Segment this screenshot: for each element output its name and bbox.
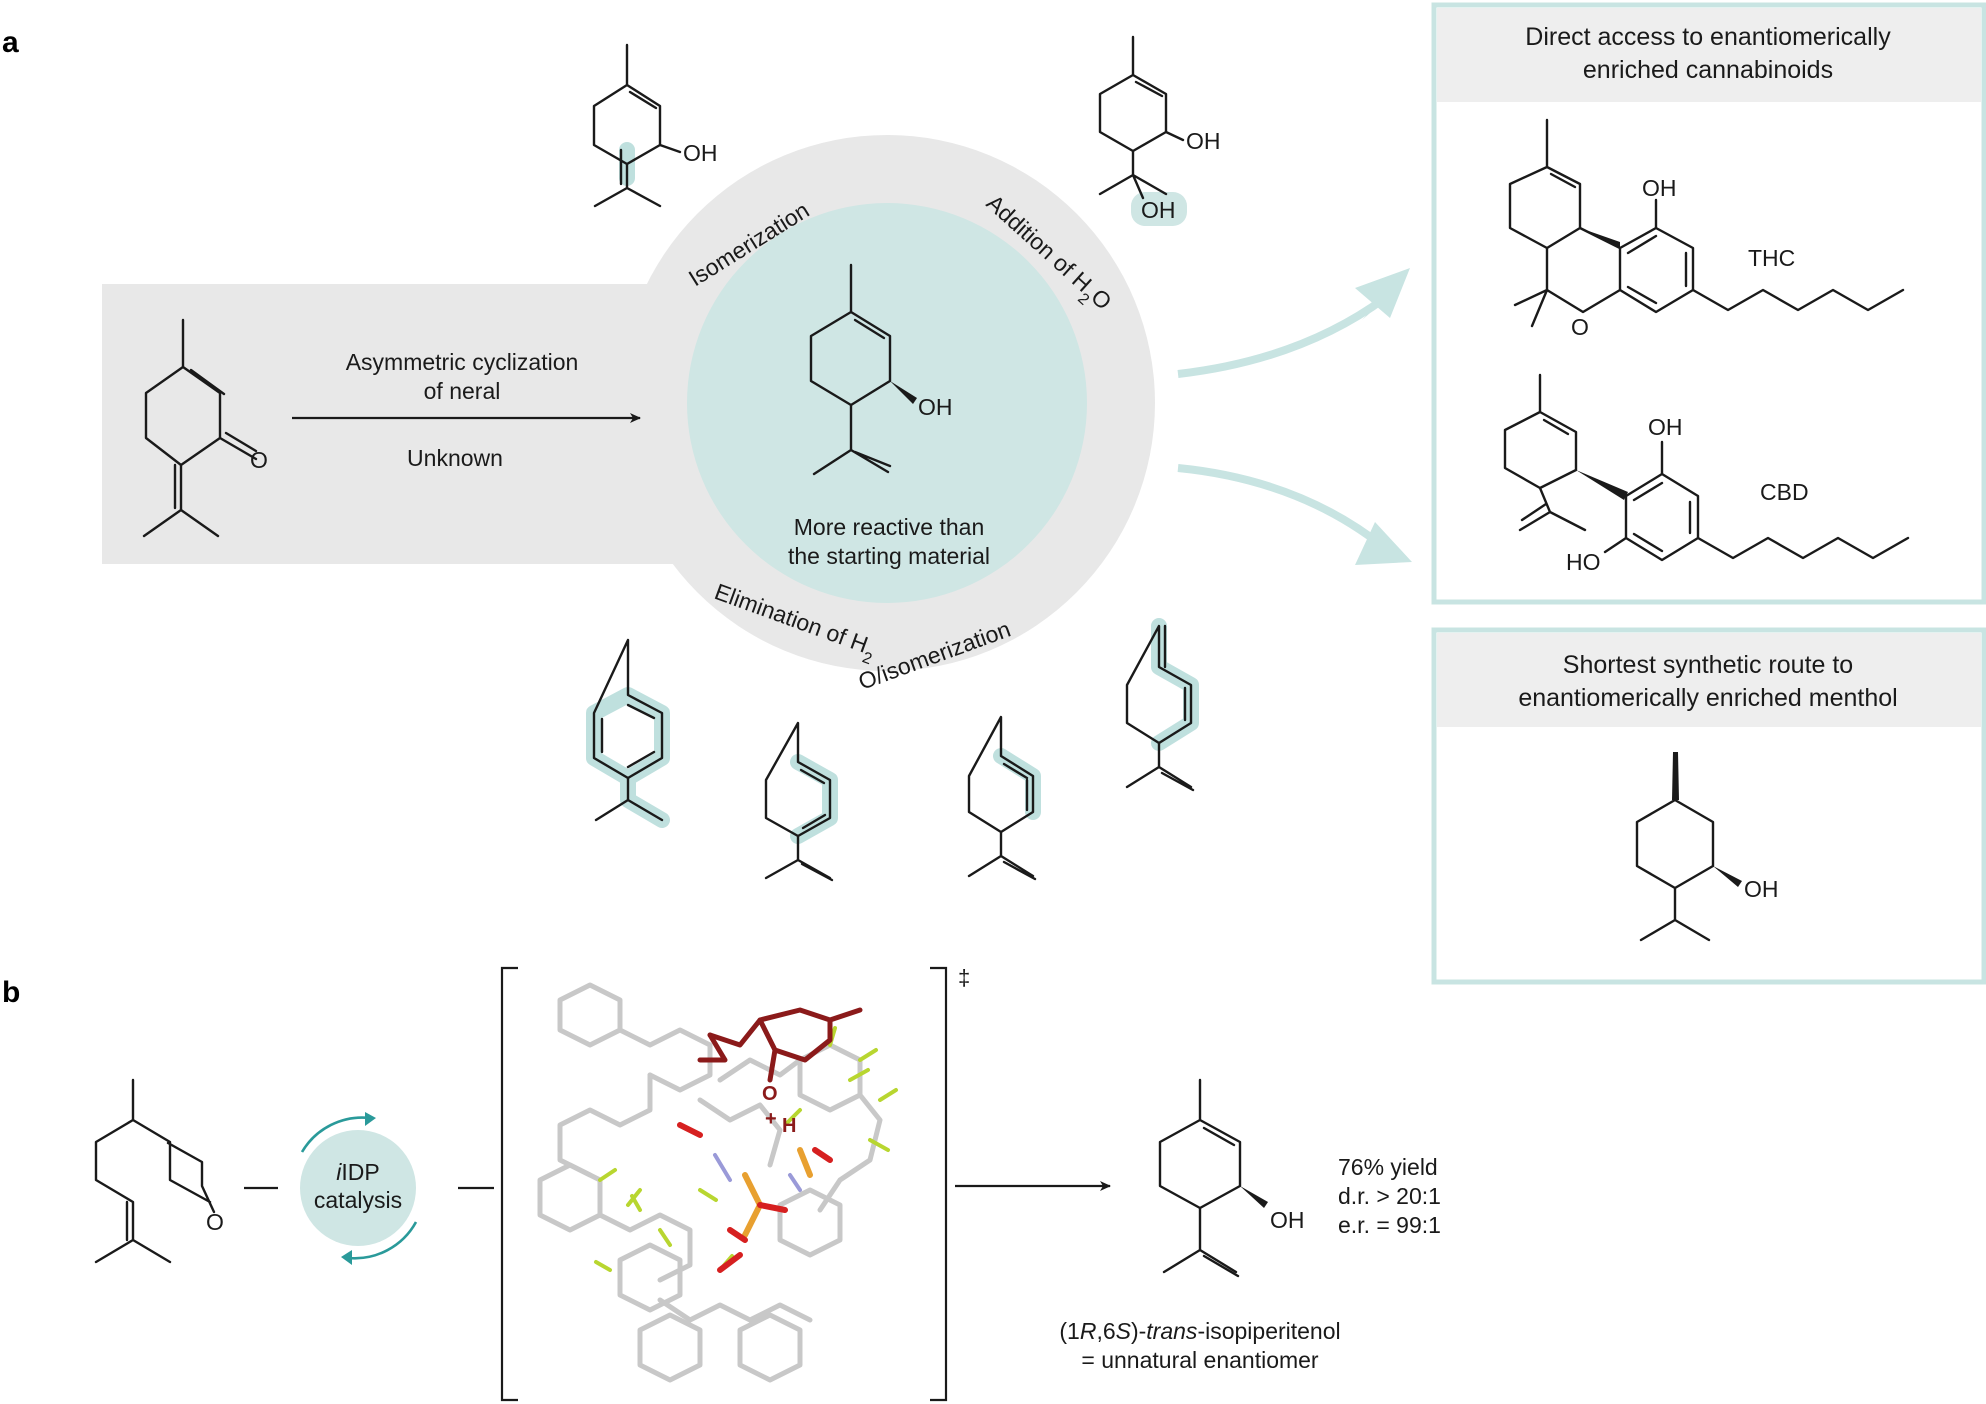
hydrated-product-top: OH OH <box>1098 35 1221 226</box>
isomer-top-left: OH <box>592 43 718 208</box>
catalysis-label-1: iIDP <box>336 1159 379 1185</box>
cannabinoids-box-header <box>1437 8 1981 102</box>
product-OH: OH <box>1270 1207 1305 1233</box>
cbd-HO: HO <box>1566 549 1601 575</box>
catalysis-circle <box>300 1130 416 1246</box>
panel-label-b: b <box>2 976 20 1009</box>
cannabinoids-box <box>1431 2 1986 605</box>
yield-text: 76% yield <box>1338 1154 1438 1180</box>
isopiperitenol-product-structure: OH <box>1158 1078 1305 1278</box>
ts-bracket-right <box>930 966 948 1402</box>
product-note: = unnatural enantiomer <box>1081 1347 1319 1373</box>
menthol-structure: OH <box>1635 752 1779 942</box>
hydrated-OH-tertiary: OH <box>1141 197 1176 223</box>
ts-bracket-left <box>500 966 518 1402</box>
catalysis-cycle: iIDP catalysis <box>300 1112 418 1265</box>
thc-label: THC <box>1748 245 1795 271</box>
panel-label-a: a <box>2 26 19 59</box>
cannabinoids-title-2: enriched cannabinoids <box>1583 56 1833 84</box>
cbd-OH-top: OH <box>1648 414 1683 440</box>
thc-OH: OH <box>1642 175 1677 201</box>
hydrated-OH-ring: OH <box>1186 128 1221 154</box>
menthol-title-1: Shortest synthetic route to <box>1563 651 1853 679</box>
thc-ring-O: O <box>1571 314 1589 340</box>
center-text-2: the starting material <box>788 543 990 569</box>
thc-structure: O OH THC <box>1508 118 1905 340</box>
isopiperitenol-center-structure: OH <box>809 263 953 476</box>
center-OH-label: OH <box>918 394 953 420</box>
central-product-circle <box>687 203 1087 603</box>
neral-structure-b: O <box>94 1078 224 1264</box>
ts-O-atom: O <box>762 1083 778 1105</box>
limonene-isomer <box>1125 618 1199 792</box>
cbd-structure: OH HO CBD <box>1503 373 1910 575</box>
alpha-terpinene-isomer <box>764 721 838 882</box>
terpinolene-isomer <box>967 715 1041 881</box>
isomer-top-left-OH: OH <box>683 140 718 166</box>
neral-structure-a: O <box>142 318 268 538</box>
menthol-title-2: enantiomerically enriched menthol <box>1518 684 1897 712</box>
transition-state-model: O H + <box>537 982 898 1383</box>
arrow-label-bottom: Unknown <box>407 445 503 471</box>
menthol-OH: OH <box>1744 876 1779 902</box>
ts-double-dagger: ‡ <box>958 965 970 990</box>
p-cymene <box>586 638 670 828</box>
neral-b-O: O <box>206 1209 224 1235</box>
ts-plus-charge: + <box>765 1108 777 1130</box>
center-text-1: More reactive than <box>794 514 984 540</box>
menthol-box-header <box>1437 633 1981 727</box>
catalysis-label-2: catalysis <box>314 1187 402 1213</box>
aldehyde-O-label: O <box>250 447 268 473</box>
arrow-label-top-2: of neral <box>424 378 501 404</box>
ts-H-atom: H <box>782 1115 796 1137</box>
arrow-to-menthol <box>1177 464 1388 552</box>
OH-highlight <box>1131 192 1187 226</box>
dr-text: d.r. > 20:1 <box>1338 1183 1441 1209</box>
arrow-to-cannabinoids <box>1177 294 1388 378</box>
cbd-label: CBD <box>1760 479 1809 505</box>
arrow-label-top: Asymmetric cyclization <box>346 349 579 375</box>
cannabinoids-title-1: Direct access to enantiomerically <box>1525 23 1891 51</box>
er-text: e.r. = 99:1 <box>1338 1212 1441 1238</box>
product-name: (1R,6S)-trans-isopiperitenol <box>1059 1318 1340 1344</box>
